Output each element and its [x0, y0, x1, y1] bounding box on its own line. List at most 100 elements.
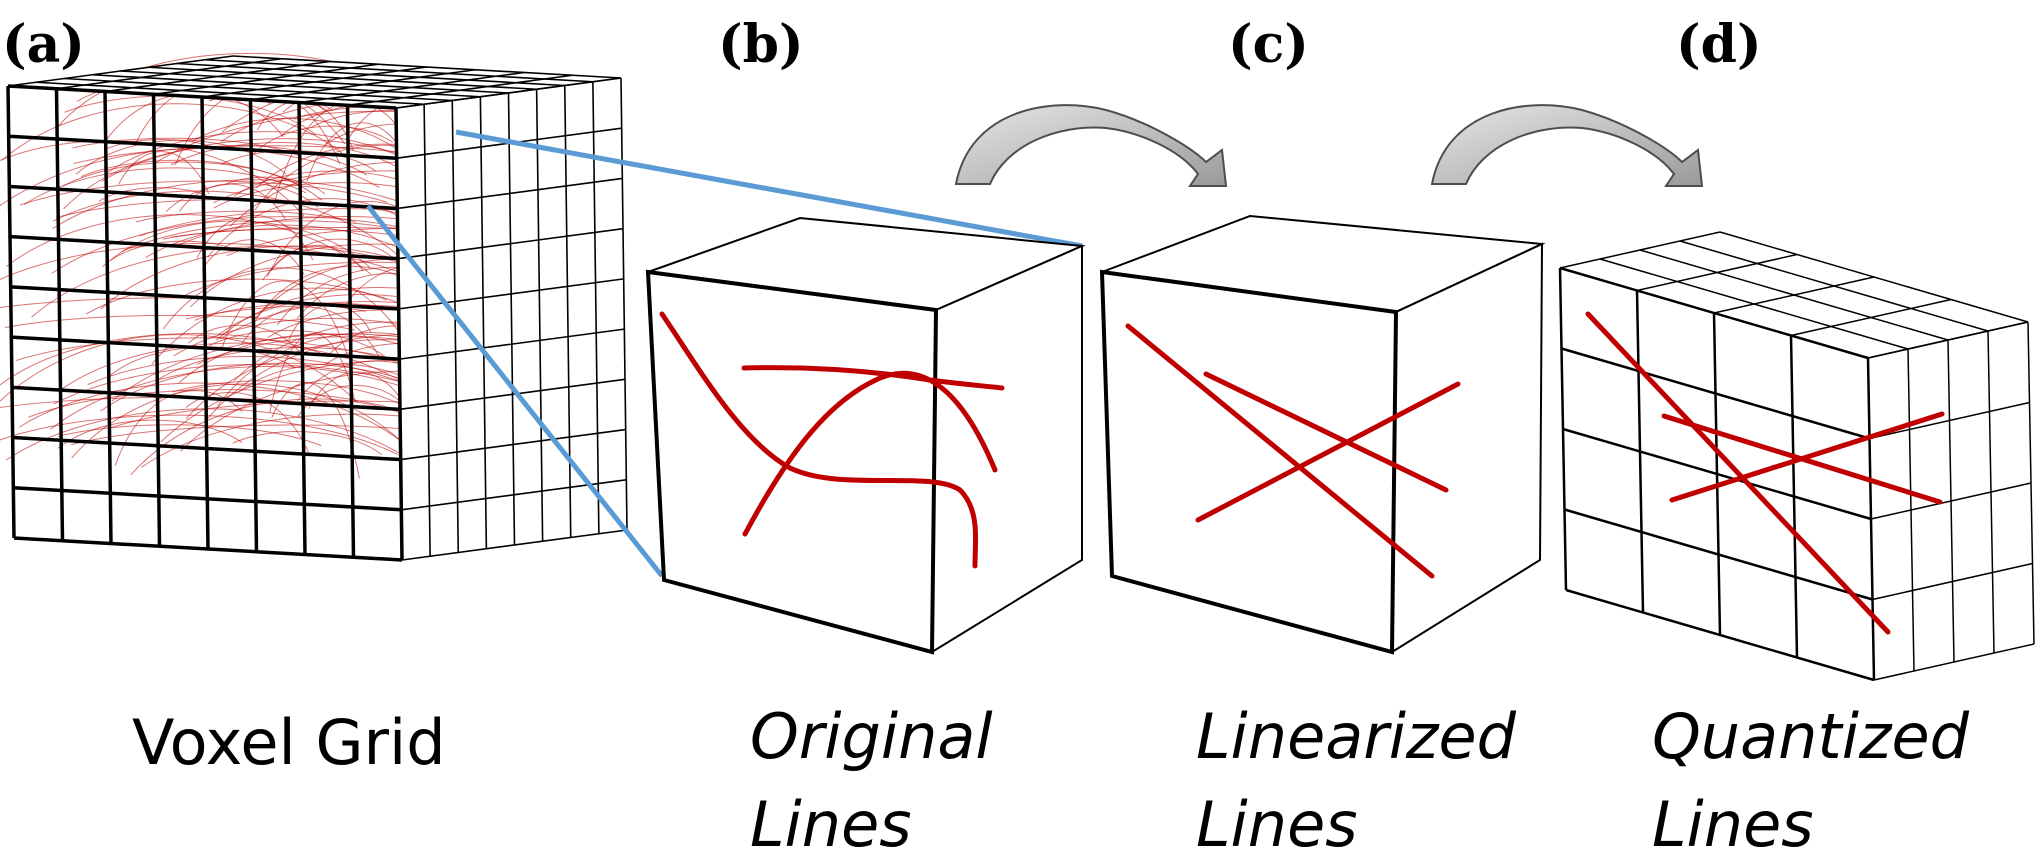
grid-line: [1719, 231, 2029, 323]
fiber-tract: [1, 103, 344, 161]
grid-line: [1872, 562, 2033, 601]
fiber-tract: [0, 242, 433, 287]
linear-segment-1: [1125, 323, 1435, 579]
grid-line: [1561, 347, 1870, 440]
grid-line: [248, 99, 259, 552]
zoom-callout-upper: [455, 129, 1083, 249]
cube-b-edges: [645, 216, 1086, 655]
grid-line: [8, 134, 397, 160]
grid-line: [1870, 482, 2032, 520]
fiber-tract: [165, 182, 319, 213]
fiber-tract: [172, 380, 410, 410]
grid-line: [1867, 321, 2029, 359]
fiber-tract: [28, 389, 402, 418]
quantized-segment-1: [1585, 311, 1891, 635]
cube-side-face: [1390, 242, 1544, 654]
grid-line: [120, 70, 509, 94]
grid-line: [64, 77, 453, 102]
fiber-tract: [118, 151, 210, 195]
fiber-tract: [135, 210, 357, 223]
fiber-tract: [102, 240, 239, 267]
grid-line: [535, 89, 544, 542]
grid-line: [9, 184, 398, 211]
grid-line: [399, 328, 625, 360]
grid-line: [12, 435, 401, 462]
grid-line: [7, 85, 397, 109]
fiber-tract: [75, 139, 287, 175]
grid-line: [9, 234, 399, 261]
grid-line: [1559, 267, 1869, 359]
grid-line: [92, 73, 481, 98]
fiber-tract: [4, 314, 355, 331]
grid-line: [1562, 427, 1872, 521]
linear-segment-3: [1195, 381, 1461, 523]
original-curve-3: [741, 365, 1005, 391]
voxel-grid-cube: [0, 52, 628, 562]
grid-line: [401, 529, 628, 561]
zoom-callout-lower: [366, 204, 664, 578]
fiber-tract: [185, 391, 309, 453]
grid-line: [151, 94, 162, 547]
grid-line: [1599, 258, 1909, 350]
fiber-tract: [232, 431, 383, 456]
caption-original-line1: Original: [750, 700, 993, 773]
fiber-tract: [0, 334, 359, 403]
zoom-callout: [366, 129, 1083, 578]
grid-line: [397, 177, 623, 210]
original-curve-1: [659, 311, 979, 569]
fiber-tract: [104, 138, 215, 151]
original-lines-cube: [645, 216, 1086, 655]
linearized-lines-cube: [1099, 214, 1546, 655]
caption-original-line2: Lines: [750, 788, 912, 850]
grid-line: [200, 96, 210, 550]
panel-label-c: (c): [1228, 14, 1309, 75]
fiber-tract: [220, 280, 348, 355]
grid-line: [176, 62, 565, 87]
grid-line: [395, 77, 622, 109]
fiber-tract: [106, 131, 426, 174]
curved-arrow-icon: [1430, 104, 1704, 187]
cube-side-face: [930, 244, 1083, 654]
grid-line: [1564, 508, 1873, 601]
fiber-tract: [5, 408, 419, 466]
fiber-tract: [250, 125, 393, 157]
grid-line: [13, 536, 403, 562]
grid-line: [1679, 240, 1989, 332]
panel-label-a: (a): [2, 14, 85, 75]
fiber-tract: [5, 214, 372, 276]
grid-line: [13, 486, 402, 512]
fiber-tract: [178, 183, 287, 221]
grid-line: [399, 378, 626, 411]
grid-line: [395, 107, 403, 561]
fiber-tract: [72, 137, 299, 156]
original-curves: [659, 311, 1005, 569]
grid-line: [36, 81, 425, 106]
cube-front-face: [645, 269, 939, 655]
caption-quantized-line2: Lines: [1652, 788, 1814, 850]
grid-line: [620, 77, 628, 531]
grid-line: [6, 85, 16, 539]
grid-line: [11, 335, 400, 361]
fiber-tract: [270, 244, 364, 272]
arrow-b-to-c: [954, 104, 1228, 187]
grid-line: [479, 96, 488, 549]
fiber-tract: [57, 424, 322, 447]
cube-d-grid-lines: [1558, 231, 2035, 682]
grid-line: [398, 278, 624, 310]
caption-quantized-line1: Quantized: [1652, 700, 1970, 773]
grid-line: [1639, 249, 1949, 341]
linear-segments: [1125, 323, 1461, 579]
grid-line: [345, 105, 356, 558]
grid-line: [1565, 588, 1875, 682]
grid-line: [1873, 643, 2035, 681]
grid-line: [148, 66, 537, 91]
grid-line: [54, 88, 65, 541]
grid-line: [11, 385, 401, 412]
fiber-tract: [224, 176, 326, 195]
grid-line: [103, 91, 113, 544]
linear-segment-2: [1203, 371, 1449, 493]
fiber-tract: [85, 278, 388, 315]
quantized-lines-cube: [1558, 231, 2035, 682]
grid-line: [400, 428, 626, 461]
